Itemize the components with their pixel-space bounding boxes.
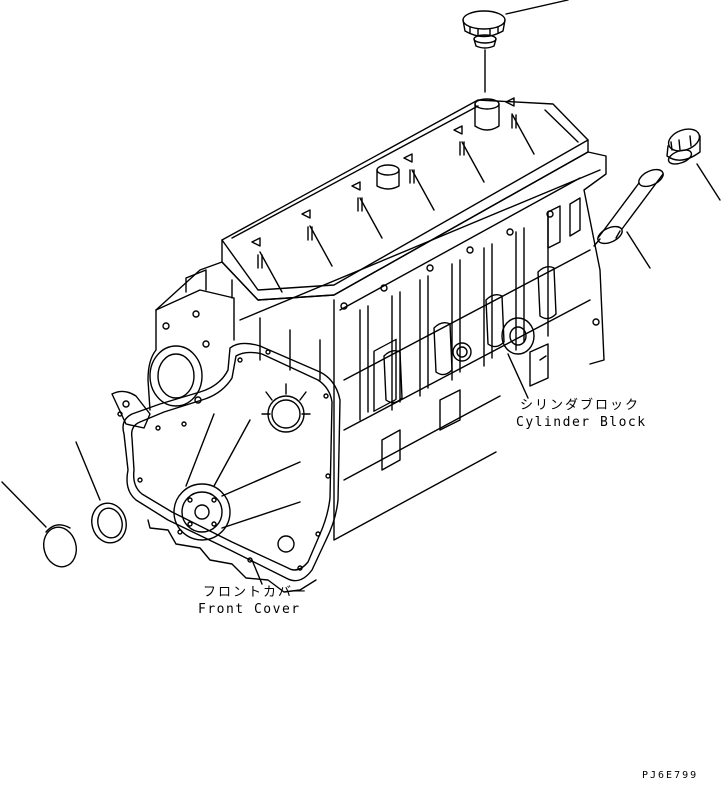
breather-cap xyxy=(666,128,701,165)
cylinder-block-leader xyxy=(507,353,529,399)
cylinder-block-label-jp: シリンダブロック xyxy=(520,398,641,413)
cylinder-block xyxy=(155,151,607,541)
front-cover-label-en: Front Cover xyxy=(198,602,301,617)
front-seal xyxy=(91,502,127,544)
crank-cover-cap-leader xyxy=(1,481,47,528)
breather-cap-leader xyxy=(696,163,721,201)
crank-cover-cap xyxy=(43,524,77,568)
cylinder-block-label-en: Cylinder Block xyxy=(516,415,647,430)
front-cover-label-jp: フロントカバー xyxy=(203,585,309,600)
breather-tube xyxy=(593,168,664,247)
breather-tube-leader xyxy=(626,231,651,269)
gear-housing xyxy=(147,269,235,411)
front-cover-leader xyxy=(251,559,263,585)
oil-filler-cap xyxy=(462,10,506,49)
oil-filler-cap-leader xyxy=(505,0,569,15)
drawing-code: PJ6E799 xyxy=(642,770,699,781)
rocker-cover xyxy=(221,97,589,301)
front-cover-housing xyxy=(111,342,341,593)
front-seal-leader xyxy=(75,441,101,501)
